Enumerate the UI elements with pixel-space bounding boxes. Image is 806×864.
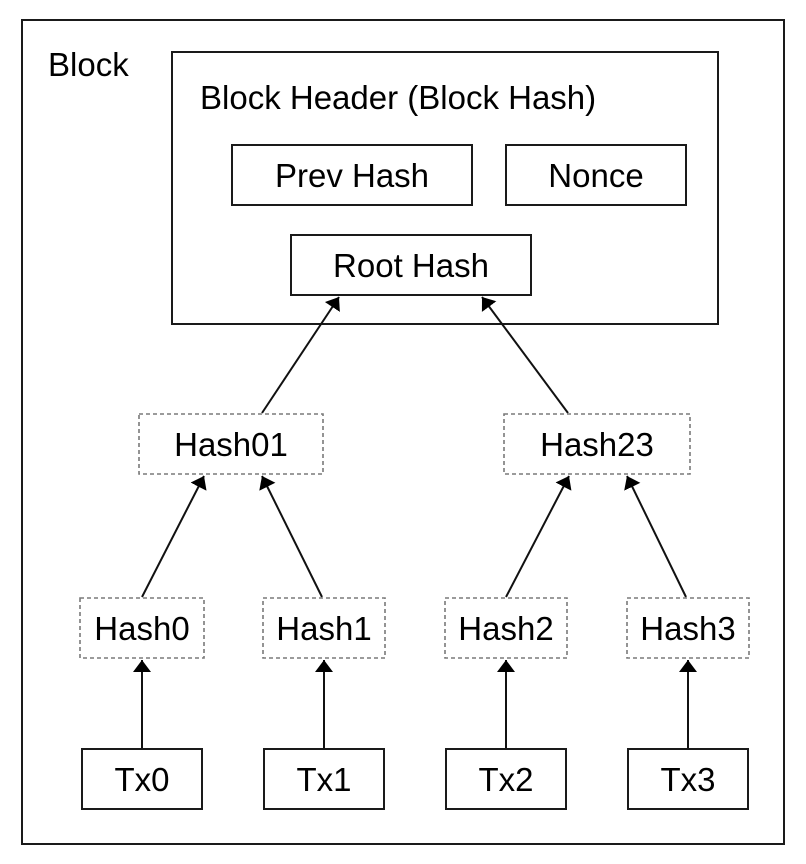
hash23-box — [503, 413, 691, 475]
tx2-label: Tx2 — [478, 761, 533, 798]
tx0-node: Tx0 — [81, 748, 203, 810]
root-hash-node: Root Hash — [290, 234, 532, 296]
tx3-box — [627, 748, 749, 810]
tx0-box — [81, 748, 203, 810]
tx2-box — [445, 748, 567, 810]
hash3-box — [626, 597, 750, 659]
hash23-node: Hash23 — [503, 413, 691, 475]
tx3-label: Tx3 — [660, 761, 715, 798]
arrows-to-level2 — [141, 475, 687, 598]
block-header-title: Block Header (Block Hash) — [200, 79, 596, 116]
level2-hashes: Hash01 Hash23 — [138, 413, 691, 475]
block-header: Block Header (Block Hash) Prev Hash Nonc… — [171, 51, 719, 325]
level1-hashes: Hash0 Hash1 Hash2 Hash3 — [79, 597, 750, 659]
hash1-box — [262, 597, 386, 659]
block-label: Block — [48, 46, 129, 83]
transactions: Tx0 Tx1 Tx2 Tx3 — [81, 748, 749, 810]
hash0-label: Hash0 — [94, 610, 189, 647]
hash01-label: Hash01 — [174, 426, 288, 463]
arrow-hash1-to-hash01 — [259, 475, 323, 598]
arrows-to-root — [261, 296, 569, 414]
hash3-node: Hash3 — [626, 597, 750, 659]
arrow-hash0-to-hash01 — [141, 475, 207, 598]
root-hash-label: Root Hash — [333, 247, 489, 284]
nonce-node: Nonce — [505, 144, 687, 206]
hash01-box — [138, 413, 324, 475]
hash1-node: Hash1 — [262, 597, 386, 659]
arrow-hash3-to-hash23 — [624, 475, 687, 598]
arrow-hash2-to-hash23 — [505, 475, 572, 598]
prev-hash-box — [231, 144, 473, 206]
prev-hash-node: Prev Hash — [231, 144, 473, 206]
tx1-box — [263, 748, 385, 810]
tx0-label: Tx0 — [114, 761, 169, 798]
prev-hash-label: Prev Hash — [275, 157, 429, 194]
tx1-node: Tx1 — [263, 748, 385, 810]
tx3-node: Tx3 — [627, 748, 749, 810]
arrow-hash01-to-root — [261, 296, 340, 414]
hash3-label: Hash3 — [640, 610, 735, 647]
hash0-node: Hash0 — [79, 597, 205, 659]
hash1-label: Hash1 — [276, 610, 371, 647]
root-hash-box — [290, 234, 532, 296]
hash2-box — [444, 597, 568, 659]
hash01-node: Hash01 — [138, 413, 324, 475]
tx2-node: Tx2 — [445, 748, 567, 810]
arrows-to-level1 — [133, 660, 697, 748]
hash0-box — [79, 597, 205, 659]
nonce-box — [505, 144, 687, 206]
nonce-label: Nonce — [548, 157, 643, 194]
hash2-node: Hash2 — [444, 597, 568, 659]
hash2-label: Hash2 — [458, 610, 553, 647]
tx1-label: Tx1 — [296, 761, 351, 798]
hash23-label: Hash23 — [540, 426, 654, 463]
arrow-hash23-to-root — [481, 296, 569, 414]
